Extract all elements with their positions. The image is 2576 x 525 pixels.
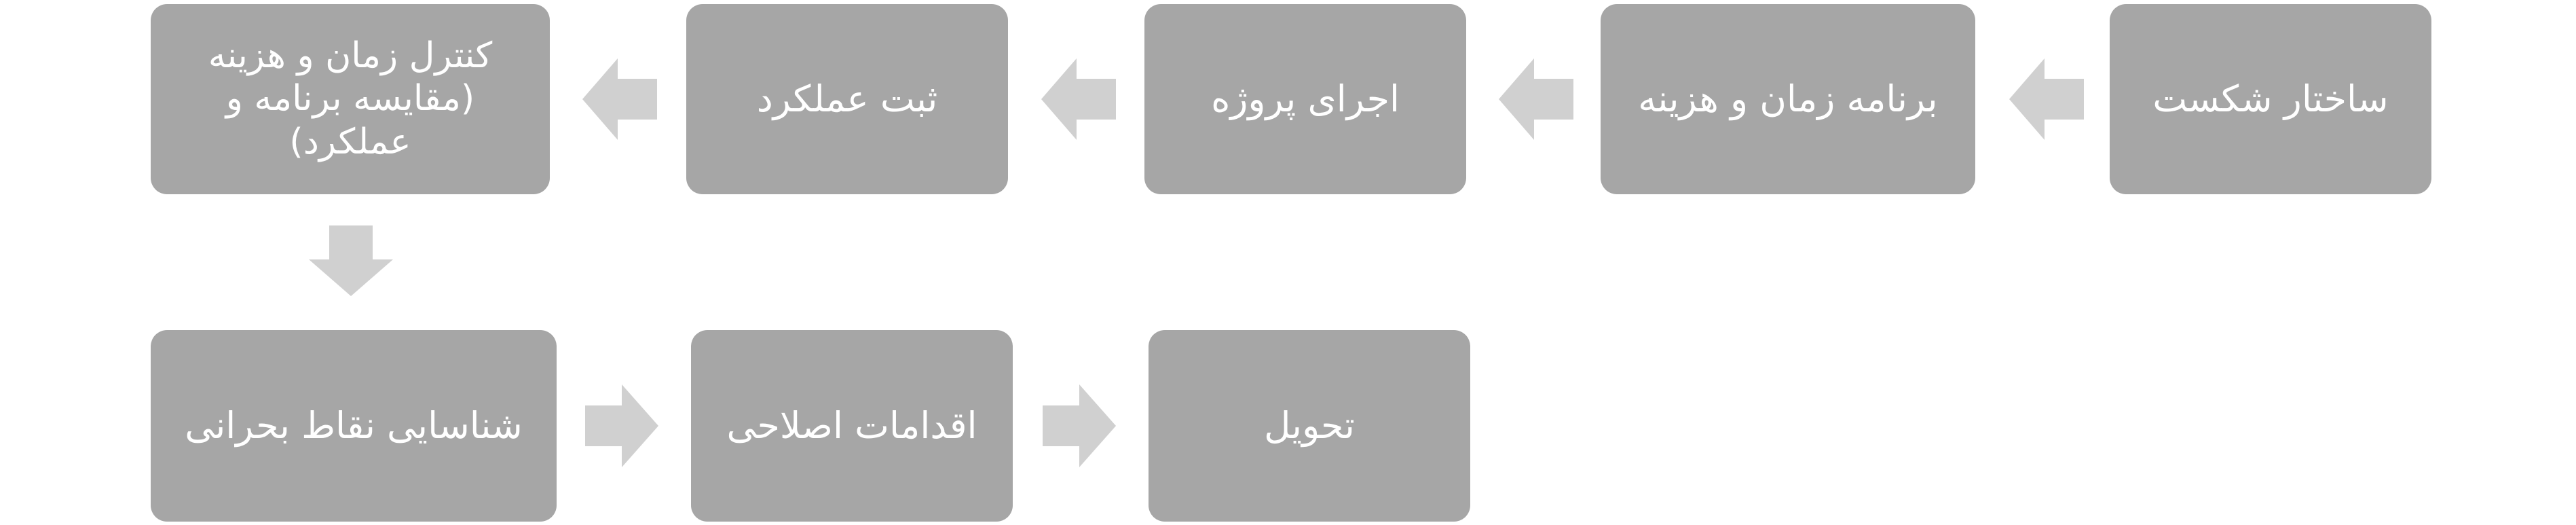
- arrow-right-icon: [1043, 384, 1116, 467]
- step-label-line: کنترل زمان و هزینه: [208, 35, 493, 76]
- step-box-delivery: تحویل: [1149, 330, 1470, 522]
- step-label: ثبت عملکرد: [756, 77, 938, 121]
- arrow-left-icon: [1499, 58, 1573, 140]
- step-label: تحویل: [1264, 404, 1355, 448]
- step-box-time-cost-plan: برنامه زمان و هزینه: [1601, 4, 1975, 194]
- arrow-left-icon: [1041, 58, 1116, 140]
- step-label-multiline: کنترل زمان و هزینه (مقایسه برنامه و عملک…: [208, 35, 492, 164]
- step-box-work-breakdown-structure: ساختار شکست: [2110, 4, 2431, 194]
- step-box-identify-critical-points: شناسایی نقاط بحرانی: [151, 330, 557, 522]
- step-box-corrective-actions: اقدامات اصلاحی: [691, 330, 1013, 522]
- step-box-project-execution: اجرای پروژه: [1144, 4, 1466, 194]
- step-box-performance-recording: ثبت عملکرد: [686, 4, 1008, 194]
- step-label-line: عملکرد): [289, 121, 411, 162]
- step-box-time-cost-control: کنترل زمان و هزینه (مقایسه برنامه و عملک…: [151, 4, 550, 194]
- arrow-right-icon: [585, 384, 658, 467]
- arrow-down-icon: [309, 225, 393, 296]
- step-label: اجرای پروژه: [1211, 77, 1400, 121]
- step-label: ساختار شکست: [2152, 77, 2389, 121]
- step-label: شناسایی نقاط بحرانی: [185, 404, 523, 448]
- step-label: اقدامات اصلاحی: [726, 404, 977, 448]
- step-label-line: (مقایسه برنامه و: [225, 78, 475, 120]
- step-label: برنامه زمان و هزینه: [1638, 77, 1938, 121]
- arrow-left-icon: [582, 58, 657, 140]
- arrow-left-icon: [2009, 58, 2084, 140]
